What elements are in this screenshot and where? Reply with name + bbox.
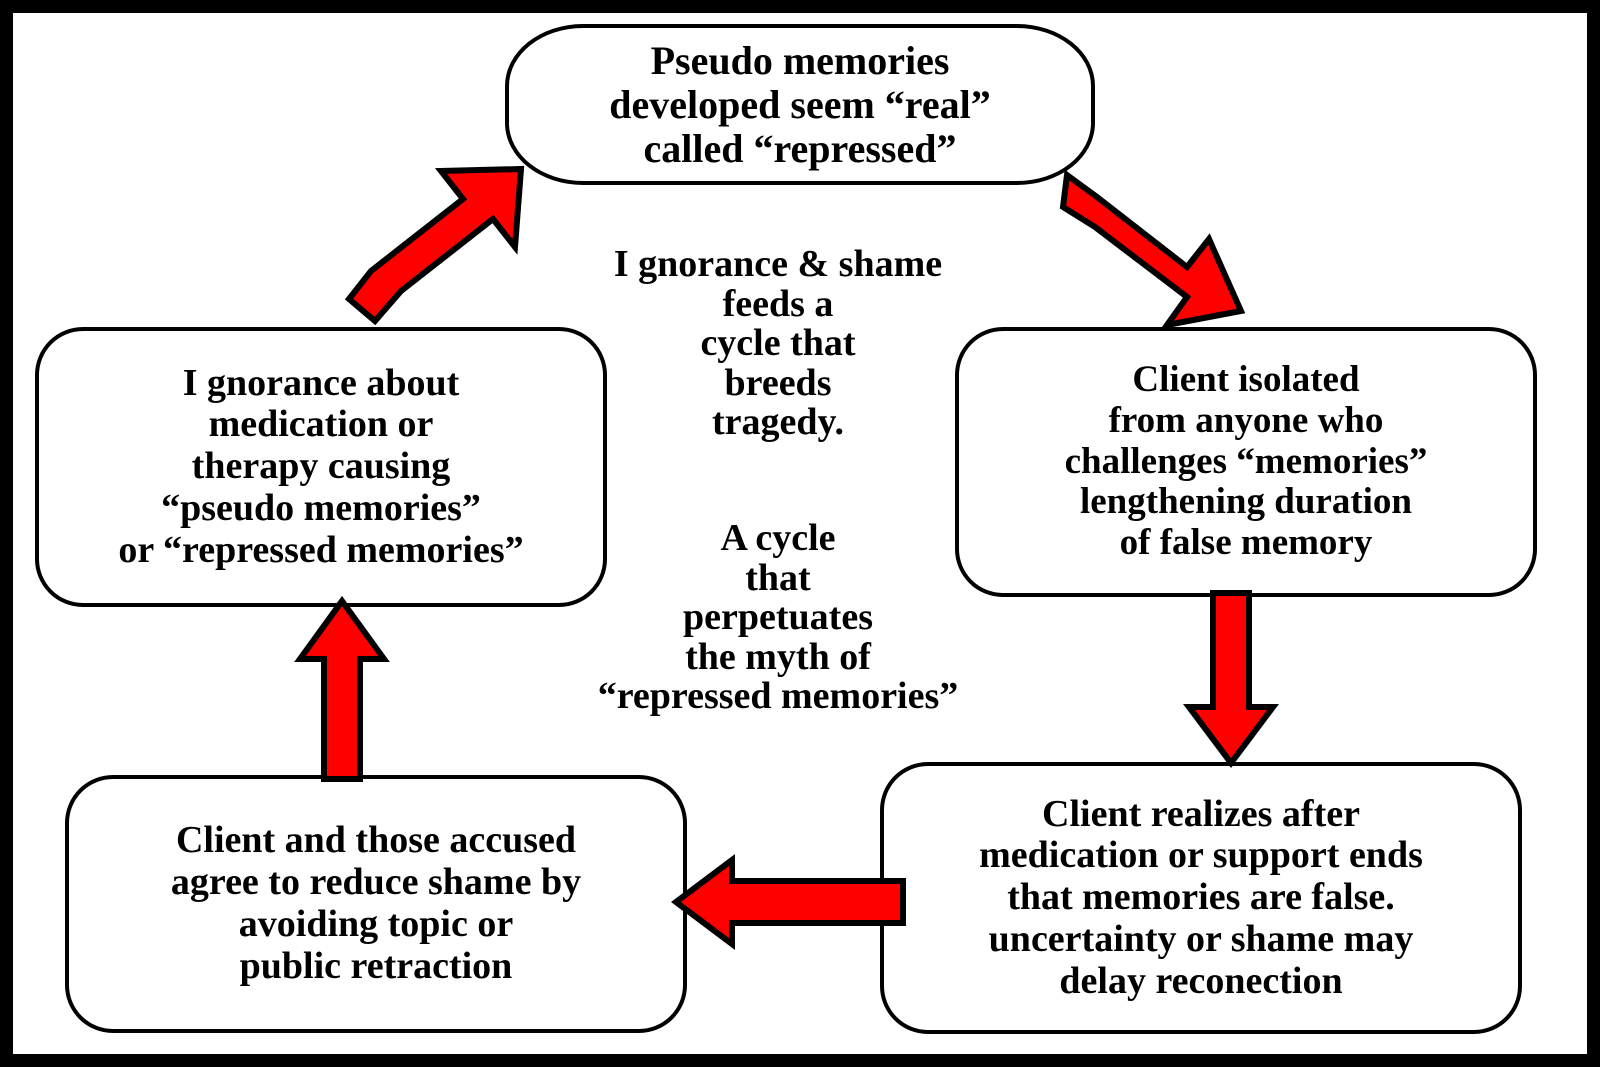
- arrow-bottom-right-to-bottom-left-icon: [671, 851, 906, 953]
- caption-cycle-perpetuates-line-5: “repressed memories”: [597, 675, 959, 718]
- arrow-right-to-bottom-right-icon: [1183, 590, 1279, 768]
- node-client-isolated-line-3: challenges “memories”: [1064, 440, 1428, 482]
- node-ignorance-about-medication-line-3: therapy causing: [191, 445, 451, 488]
- node-pseudo-memories-line-2: developed seem “real”: [609, 81, 991, 127]
- diagram-stage: Pseudo memories developed seem “real” ca…: [13, 13, 1587, 1054]
- node-client-isolated-line-5: of false memory: [1119, 522, 1373, 564]
- node-pseudo-memories-line-1: Pseudo memories: [650, 37, 950, 83]
- node-client-realizes-line-4: uncertainty or shame may: [988, 917, 1414, 960]
- node-client-isolated-line-4: lengthening duration: [1079, 481, 1413, 523]
- arrow-left-to-top-icon: [344, 165, 535, 326]
- arrow-bottom-left-to-left-icon: [294, 595, 390, 782]
- caption-cycle-perpetuates-line-3: perpetuates: [683, 596, 873, 639]
- node-client-isolated-line-1: Client isolated: [1132, 359, 1360, 401]
- caption-ignorance-shame-line-5: tragedy.: [712, 401, 844, 444]
- node-ignorance-about-medication-line-2: medication or: [208, 403, 434, 446]
- node-client-and-accused-agree[interactable]: Client and those accused agree to reduce…: [65, 775, 687, 1033]
- arrow-top-to-right-icon: [1059, 169, 1249, 331]
- node-ignorance-about-medication-line-5: or “repressed memories”: [118, 528, 524, 571]
- caption-ignorance-shame-line-4: breeds: [724, 361, 832, 404]
- node-client-realizes-line-3: that memories are false.: [1007, 876, 1395, 919]
- node-pseudo-memories-line-3: called “repressed”: [643, 125, 957, 171]
- node-client-realizes-line-2: medication or support ends: [979, 834, 1423, 877]
- node-client-and-accused-agree-line-1: Client and those accused: [175, 819, 577, 862]
- caption-cycle-perpetuates-line-4: the myth of: [685, 635, 871, 678]
- node-client-and-accused-agree-line-2: agree to reduce shame by: [170, 861, 582, 904]
- caption-cycle-perpetuates-line-2: that: [745, 556, 811, 599]
- caption-ignorance-shame: I gnorance & shame feeds a cycle that br…: [568, 243, 988, 444]
- node-client-realizes-line-1: Client realizes after: [1042, 792, 1360, 835]
- node-client-isolated[interactable]: Client isolated from anyone who challeng…: [955, 327, 1537, 597]
- caption-cycle-perpetuates-line-1: A cycle: [720, 517, 836, 559]
- caption-ignorance-shame-line-3: cycle that: [700, 322, 856, 365]
- node-ignorance-about-medication-line-1: I gnorance about: [182, 361, 460, 404]
- node-pseudo-memories[interactable]: Pseudo memories developed seem “real” ca…: [505, 24, 1095, 185]
- node-ignorance-about-medication-line-4: “pseudo memories”: [161, 486, 481, 529]
- node-client-isolated-line-2: from anyone who: [1108, 399, 1384, 441]
- caption-cycle-perpetuates: A cycle that perpetuates the myth of “re…: [543, 517, 1013, 718]
- caption-ignorance-shame-line-2: feeds a: [722, 282, 834, 325]
- node-client-realizes-line-5: delay reconection: [1059, 959, 1343, 1002]
- node-client-and-accused-agree-line-4: public retraction: [239, 944, 513, 987]
- caption-ignorance-shame-line-1: I gnorance & shame: [613, 243, 943, 285]
- node-client-realizes[interactable]: Client realizes after medication or supp…: [880, 762, 1522, 1034]
- node-client-and-accused-agree-line-3: avoiding topic or: [238, 903, 514, 945]
- node-ignorance-about-medication[interactable]: I gnorance about medication or therapy c…: [35, 327, 607, 607]
